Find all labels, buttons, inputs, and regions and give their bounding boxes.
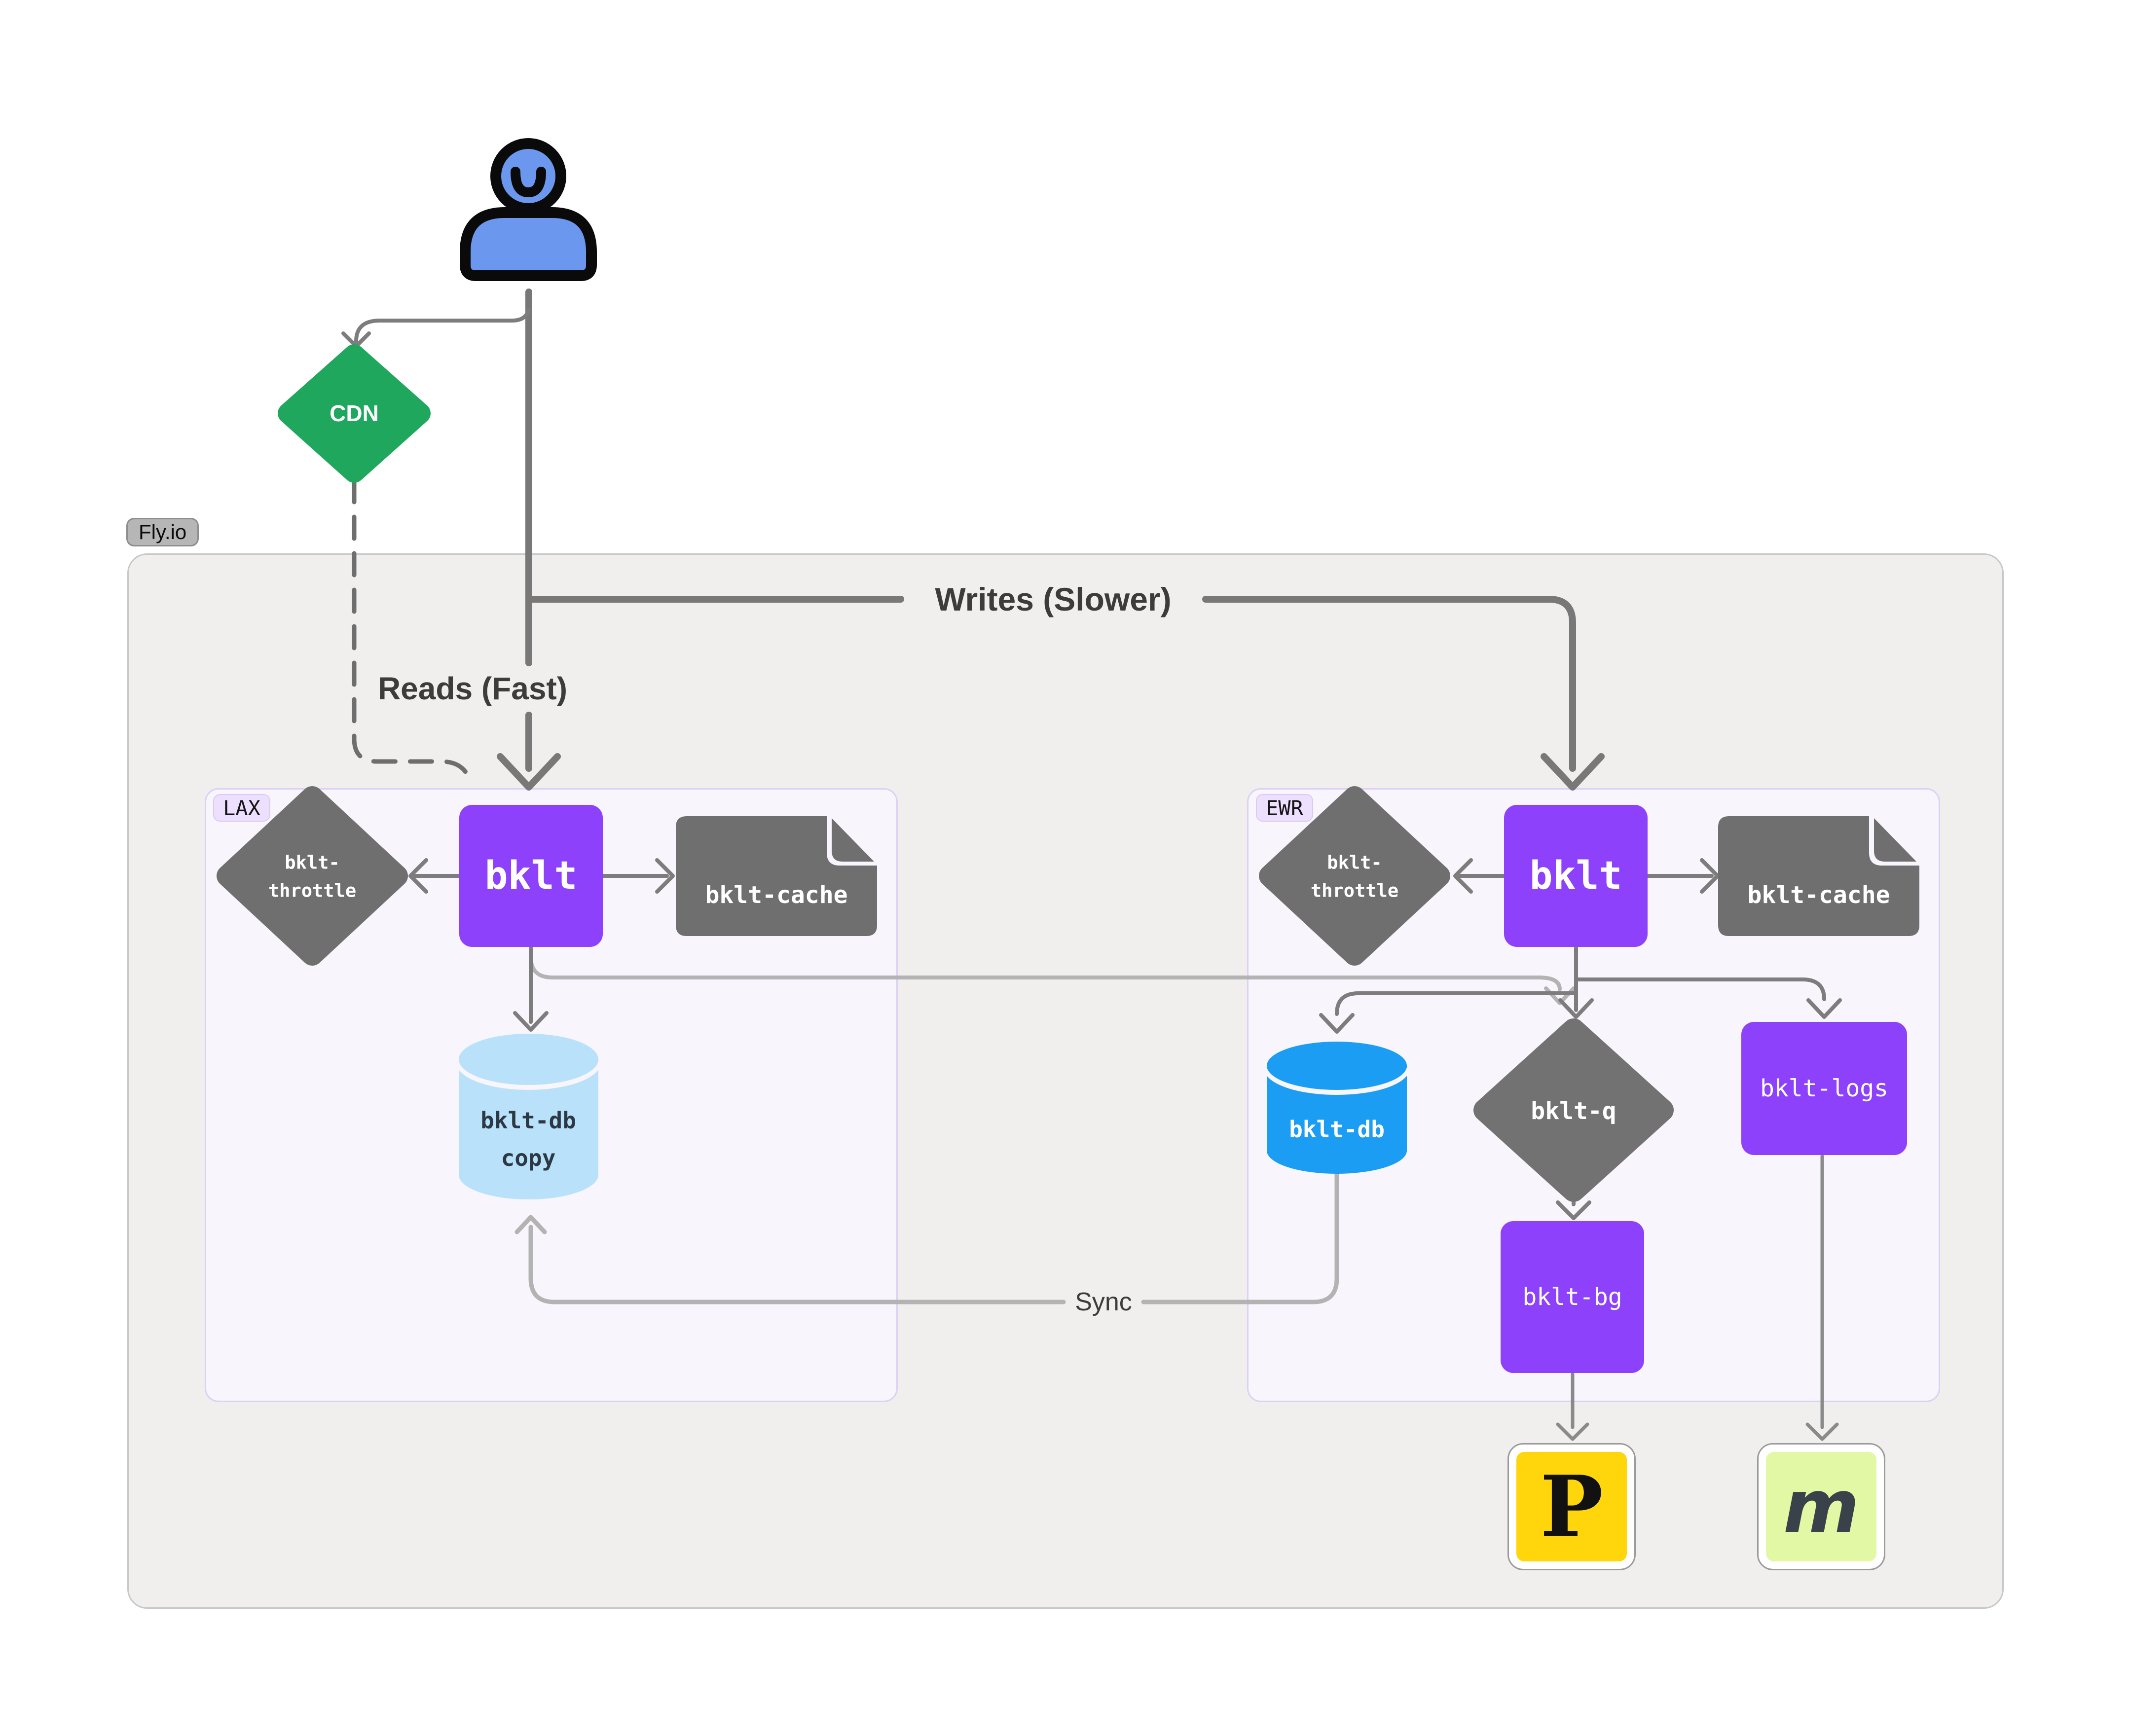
ewr-bg-label: bklt-bg	[1522, 1283, 1622, 1311]
postmark-logo-icon: P	[1516, 1452, 1627, 1561]
ewr-throttle-diamond	[1259, 786, 1450, 966]
ewr-db-label: bklt-db	[1289, 1116, 1385, 1143]
lax-db-label-line1: bklt-db	[480, 1107, 576, 1134]
region-badge-ewr: EWR	[1256, 794, 1313, 822]
region-badge-ewr-label: EWR	[1266, 796, 1303, 820]
mailgun-glyph: m	[1783, 1464, 1860, 1549]
writes-label: Writes (Slower)	[935, 581, 1172, 617]
flyio-badge-label: Fly.io	[139, 520, 187, 543]
cdn-label: CDN	[330, 400, 379, 426]
user-icon	[460, 138, 597, 281]
lax-cache-document	[676, 816, 877, 936]
sync-label: Sync	[1075, 1288, 1132, 1316]
ewr-bklt-app: bklt	[1504, 805, 1648, 947]
mailgun-logo-icon: m	[1766, 1452, 1876, 1561]
lax-cache-label: bklt-cache	[705, 881, 848, 909]
ewr-queue-diamond	[1473, 1018, 1674, 1202]
postmark-glyph: P	[1540, 1457, 1603, 1556]
region-badge-lax-label: LAX	[223, 796, 260, 820]
postmark-card: P	[1507, 1443, 1636, 1570]
ewr-db-cylinder	[1267, 1042, 1407, 1174]
ewr-throttle-label-line1: bklt-	[1327, 852, 1382, 873]
edge-to-cdn	[354, 308, 531, 343]
lax-bklt-app: bklt	[459, 805, 603, 947]
lax-throttle-diamond	[217, 786, 408, 966]
mailgun-card: m	[1757, 1443, 1885, 1570]
ewr-bg-node: bklt-bg	[1501, 1221, 1644, 1373]
ewr-logs-label: bklt-logs	[1760, 1075, 1889, 1102]
lax-db-cylinder	[459, 1034, 598, 1199]
lax-throttle-label-line1: bklt-	[285, 852, 340, 873]
ewr-throttle-label-line2: throttle	[1310, 880, 1399, 902]
lax-bklt-app-label: bklt	[484, 854, 578, 898]
ewr-logs-node: bklt-logs	[1741, 1022, 1907, 1155]
flyio-badge: Fly.io	[126, 518, 199, 546]
cdn-diamond	[278, 344, 431, 483]
ewr-bklt-app-label: bklt	[1529, 854, 1622, 898]
region-badge-lax: LAX	[213, 794, 270, 822]
ewr-queue-label: bklt-q	[1531, 1097, 1617, 1125]
reads-label: Reads (Fast)	[377, 671, 568, 706]
lax-throttle-label-line2: throttle	[268, 880, 357, 902]
ewr-cache-label: bklt-cache	[1747, 881, 1890, 909]
ewr-cache-document	[1718, 816, 1919, 936]
lax-db-label-line2: copy	[501, 1145, 556, 1171]
